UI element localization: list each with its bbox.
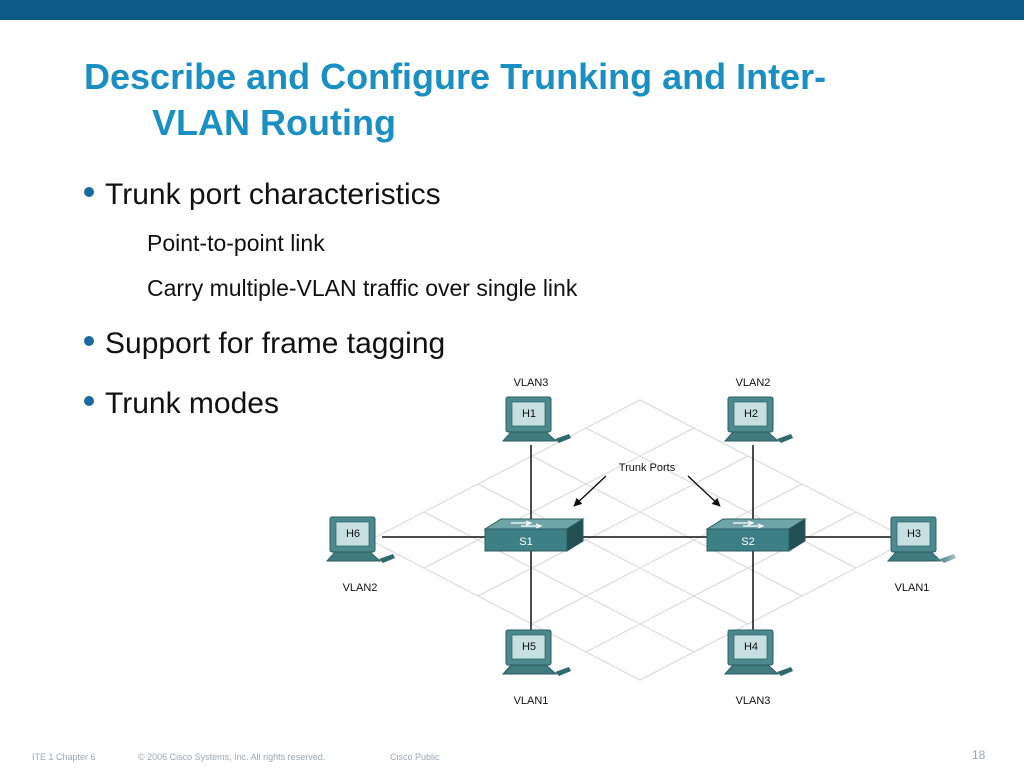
- page-number: 18: [972, 748, 986, 762]
- bullet-dot-icon: [84, 396, 94, 407]
- host-h5: H5: [501, 629, 571, 676]
- host-label: H4: [744, 641, 758, 653]
- footer-chapter: ITE 1 Chapter 6: [32, 752, 96, 762]
- bullet-trunk-modes: Trunk modes: [84, 386, 279, 422]
- top-bar: [0, 0, 1024, 20]
- host-h4: H4: [723, 629, 793, 676]
- switch-arrows-icon: [733, 520, 765, 529]
- bullet-dot-icon: [84, 336, 94, 347]
- trunk-arrow-right: [687, 475, 721, 507]
- footer-copyright: © 2006 Cisco Systems, Inc. All rights re…: [138, 752, 326, 762]
- slide-title: Describe and Configure Trunking and Inte…: [84, 54, 984, 146]
- vlan-label-h2: VLAN2: [736, 377, 771, 389]
- host-h6: H6: [325, 516, 395, 563]
- bullet-text: Trunk modes: [105, 387, 279, 420]
- bullet-trunk-port: Trunk port characteristics: [84, 177, 441, 213]
- vlan-label-h3: VLAN1: [895, 582, 930, 594]
- switch-s2: S2: [705, 518, 807, 552]
- host-h2: H2: [723, 396, 793, 443]
- host-h1: H1: [501, 396, 571, 443]
- host-label: H3: [907, 528, 921, 540]
- sub-bullet-multi-vlan: Carry multiple-VLAN traffic over single …: [147, 275, 578, 301]
- network-diagram: Trunk Ports S1 S2 H1 VLAN3 H2 VLAN2 H6 V: [325, 377, 970, 707]
- sub-bullet-point-to-point: Point-to-point link: [147, 230, 325, 256]
- host-label: H6: [346, 528, 360, 540]
- switch-label: S2: [741, 536, 754, 548]
- bullet-text: Support for frame tagging: [105, 327, 446, 360]
- switch-label: S1: [519, 536, 532, 548]
- bullet-text: Trunk port characteristics: [105, 178, 441, 211]
- host-label: H5: [522, 641, 536, 653]
- switch-s1: S1: [483, 518, 585, 552]
- edge-fade: [935, 515, 970, 570]
- vlan-label-h6: VLAN2: [343, 582, 378, 594]
- switch-arrows-icon: [511, 520, 543, 529]
- floor-grid: [368, 399, 912, 681]
- title-line-2: VLAN Routing: [152, 102, 396, 143]
- title-line-1: Describe and Configure Trunking and Inte…: [84, 56, 827, 97]
- host-label: H1: [522, 408, 536, 420]
- vlan-label-h4: VLAN3: [736, 695, 771, 707]
- trunk-ports-label: Trunk Ports: [619, 462, 676, 474]
- bullet-dot-icon: [84, 187, 94, 198]
- trunk-arrow-left: [573, 475, 607, 507]
- vlan-label-h5: VLAN1: [514, 695, 549, 707]
- host-label: H2: [744, 408, 758, 420]
- footer-classification: Cisco Public: [390, 752, 440, 762]
- vlan-label-h1: VLAN3: [514, 377, 549, 389]
- bullet-frame-tagging: Support for frame tagging: [84, 326, 445, 362]
